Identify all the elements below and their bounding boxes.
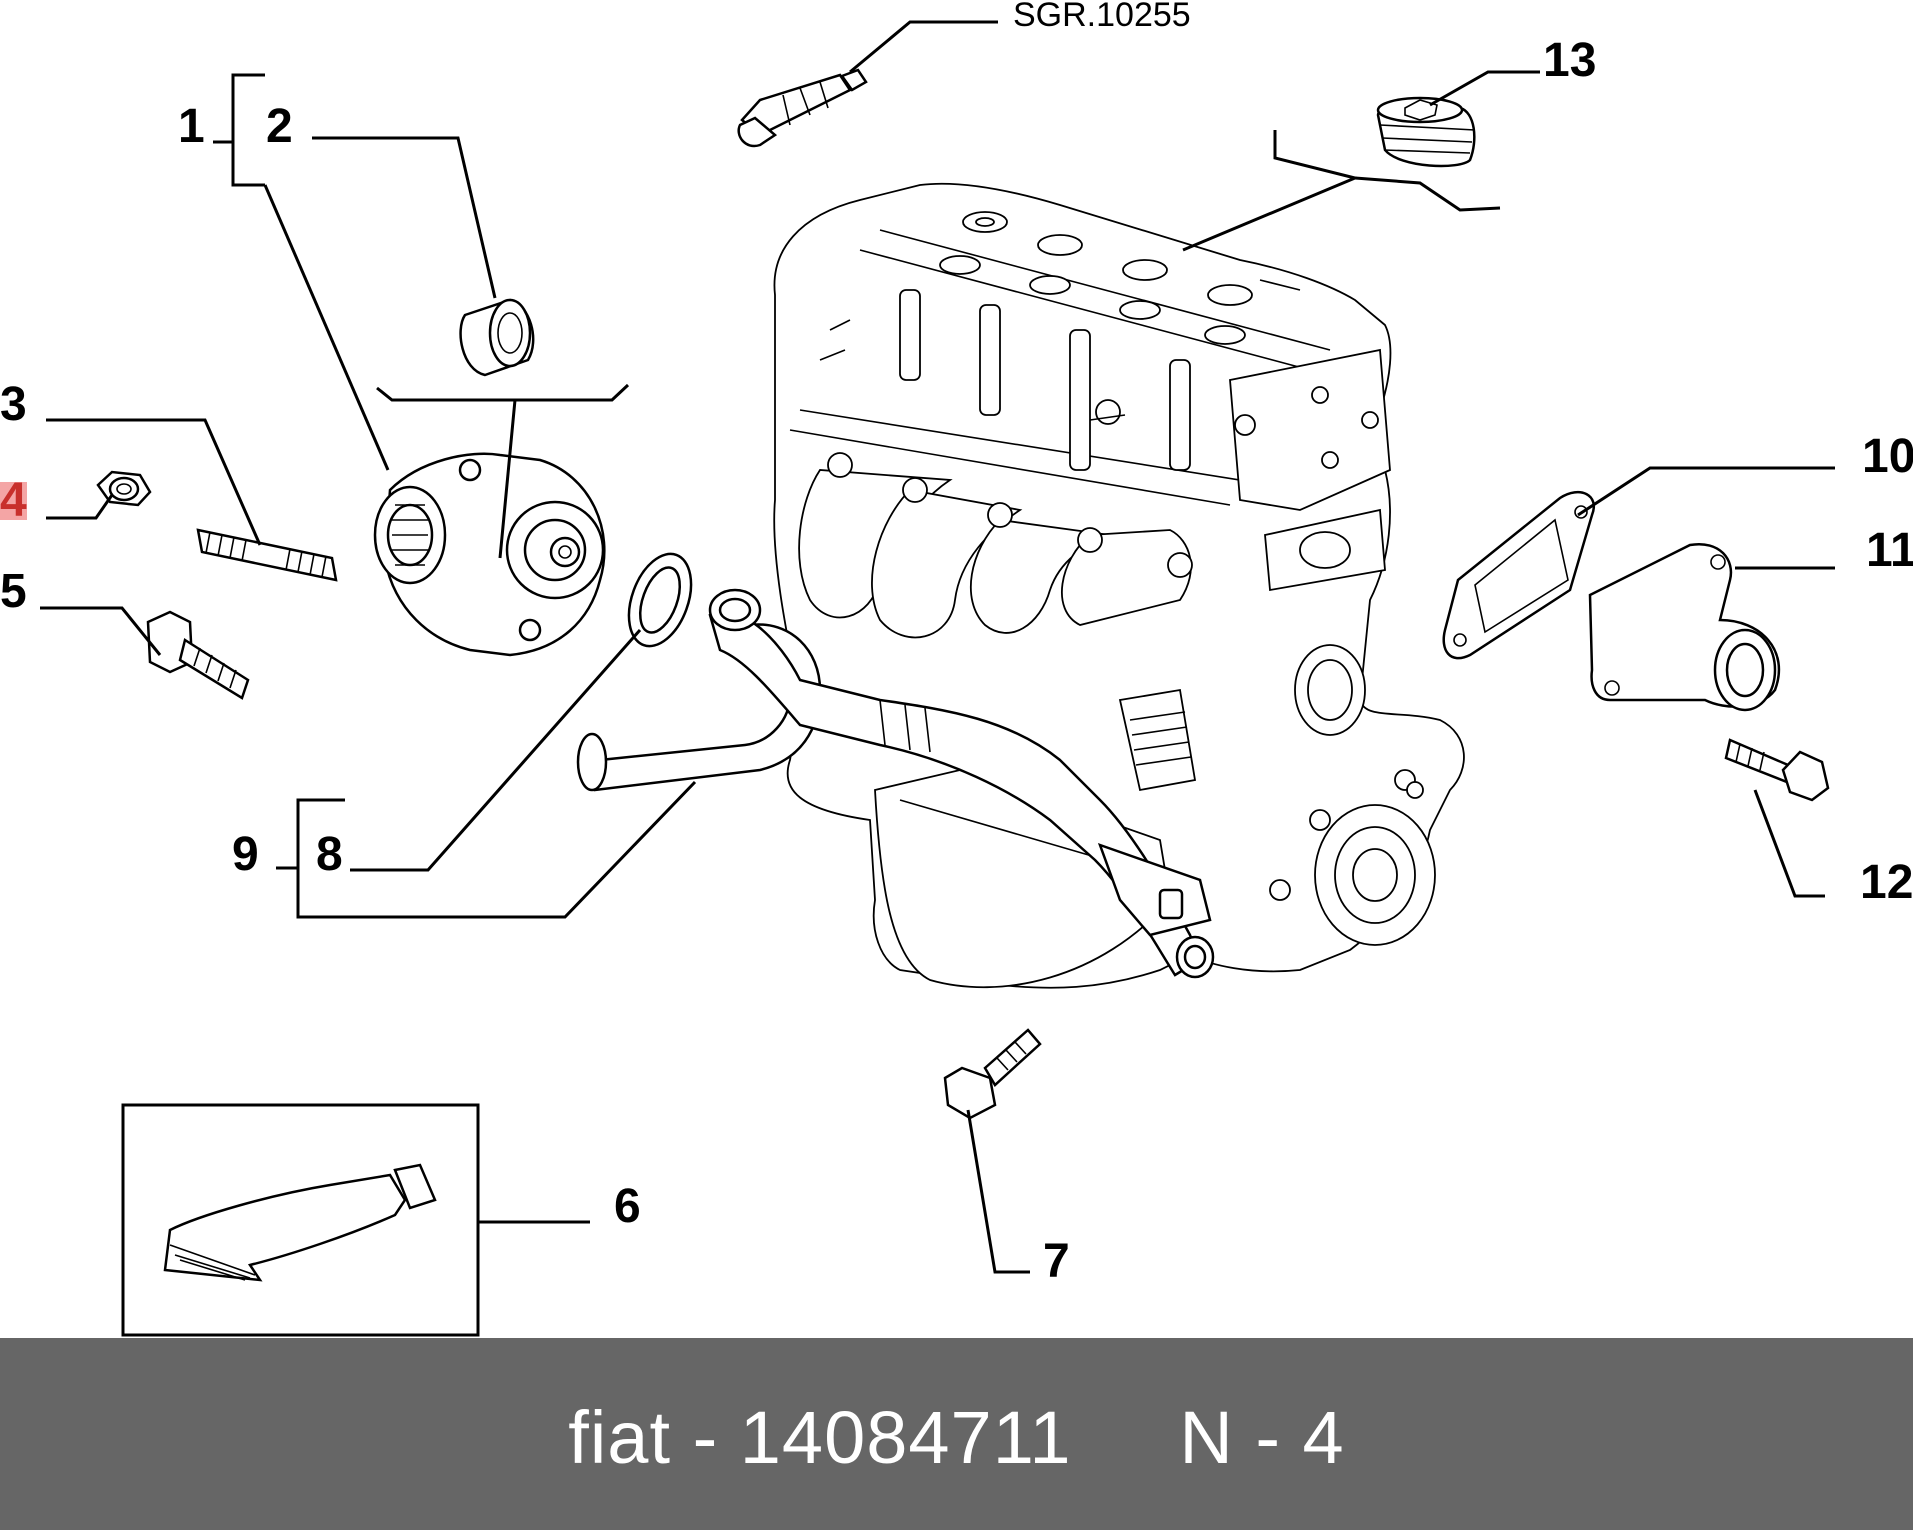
- temperature-sender: [737, 68, 868, 148]
- crank-seal: [1269, 769, 1436, 946]
- callout-6: 6: [614, 1180, 641, 1233]
- callout-10: 10: [1862, 430, 1913, 483]
- callout-9: 9: [232, 828, 259, 881]
- water-pump: [373, 452, 606, 657]
- bolt-12: [1724, 738, 1830, 802]
- callout-11: 11: [1866, 524, 1913, 577]
- timing-cover: [1229, 348, 1391, 736]
- callout-13: 13: [1543, 34, 1596, 87]
- bolt-7: [943, 1028, 1042, 1120]
- parts-diagram: 1 2 3 4 5 6 7 8 9 10 11 12 13 SGR.10255: [0, 0, 1913, 1337]
- head-bolts: [939, 211, 1253, 425]
- nut: [96, 470, 152, 507]
- stud: [196, 528, 338, 582]
- engine-block: [773, 182, 1465, 989]
- injector-studs: [899, 289, 1191, 471]
- plug: [1376, 96, 1476, 168]
- callout-1: 1: [178, 100, 205, 153]
- o-ring: [627, 552, 693, 648]
- callout-4-highlight: [0, 482, 27, 520]
- callout-7: 7: [1043, 1235, 1070, 1288]
- callout-2: 2: [266, 100, 293, 153]
- pump-bushing: [459, 298, 535, 377]
- part-number-caption: fiat - 14084711 N - 4: [568, 1395, 1345, 1479]
- callout-4: 4: [0, 474, 27, 527]
- leader-lines: [40, 20, 1835, 1274]
- sealant-box: [121, 1103, 480, 1337]
- callout-ref-sgr: SGR.10255: [1013, 0, 1191, 34]
- thermostat-housing: [1588, 542, 1781, 712]
- callout-3: 3: [0, 378, 27, 431]
- callout-12: 12: [1860, 856, 1913, 909]
- footer-bar: fiat - 14084711 N - 4: [0, 1338, 1913, 1530]
- callout-5: 5: [0, 565, 27, 618]
- thermostat-gasket: [1442, 490, 1595, 660]
- bolt-5: [146, 610, 250, 700]
- callout-labels: 1 2 3 4 5 6 7 8 9 10 11 12 13 SGR.10255: [0, 0, 1913, 1288]
- intake-manifold: [798, 452, 1193, 639]
- callout-8: 8: [316, 828, 343, 881]
- coolant-pipe-assembly: [576, 588, 1215, 979]
